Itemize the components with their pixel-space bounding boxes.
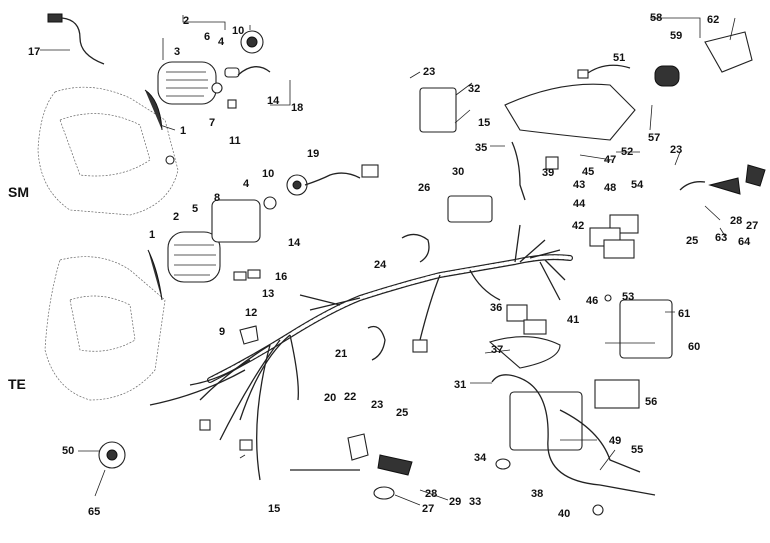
callout-35: 35	[475, 142, 487, 154]
variant-label-sm: SM	[8, 184, 29, 200]
callout-33: 33	[469, 496, 481, 508]
sm-fairing	[37, 86, 179, 216]
callout-40: 40	[558, 508, 570, 520]
sensor-lead	[47, 13, 105, 65]
callout-22: 22	[344, 391, 356, 403]
callout-28: 28	[730, 215, 742, 227]
te-headlight	[147, 164, 379, 301]
callout-27: 27	[422, 503, 434, 515]
callout-44: 44	[573, 198, 586, 210]
callout-34: 34	[474, 452, 487, 464]
callout-16: 16	[275, 271, 287, 283]
callout-45: 45	[582, 166, 594, 178]
callout-59: 59	[670, 30, 682, 42]
callout-51: 51	[613, 52, 625, 64]
callout-52: 52	[621, 146, 633, 158]
callout-23: 23	[423, 66, 435, 78]
callout-5: 5	[192, 203, 198, 215]
callout-3: 3	[174, 46, 180, 58]
callout-62: 62	[707, 14, 719, 26]
callout-13: 13	[262, 288, 274, 300]
callout-14: 14	[288, 237, 301, 249]
callout-24: 24	[374, 259, 387, 271]
callout-46: 46	[586, 295, 598, 307]
callout-10: 10	[262, 168, 274, 180]
callout-15: 15	[268, 503, 280, 515]
main-wiring-harness	[149, 224, 573, 481]
callout-1: 1	[180, 125, 186, 137]
callout-21: 21	[335, 348, 347, 360]
callout-2: 2	[183, 15, 189, 27]
callout-26: 26	[418, 182, 430, 194]
callout-20: 20	[324, 392, 336, 404]
callout-9: 9	[219, 326, 225, 338]
variant-label-te: TE	[8, 376, 26, 392]
callout-8: 8	[214, 192, 220, 204]
callout-12: 12	[245, 307, 257, 319]
callout-43: 43	[573, 179, 585, 191]
callout-14: 14	[267, 95, 280, 107]
callout-54: 54	[631, 179, 644, 191]
callout-55: 55	[631, 444, 643, 456]
callout-6: 6	[204, 31, 210, 43]
callout-18: 18	[291, 102, 303, 114]
callout-27: 27	[746, 220, 758, 232]
callout-23: 23	[371, 399, 383, 411]
callout-30: 30	[452, 166, 464, 178]
callout-58: 58	[650, 12, 662, 24]
callout-53: 53	[622, 291, 634, 303]
callout-48: 48	[604, 182, 616, 194]
callout-17: 17	[28, 46, 40, 58]
callout-28: 28	[425, 488, 437, 500]
callout-29: 29	[449, 496, 461, 508]
callout-23: 23	[670, 144, 682, 156]
callout-57: 57	[648, 132, 660, 144]
callout-61: 61	[678, 308, 690, 320]
control-units	[419, 87, 673, 496]
callout-56: 56	[645, 396, 657, 408]
callout-65: 65	[88, 506, 100, 518]
callout-15: 15	[478, 117, 490, 129]
callout-38: 38	[531, 488, 543, 500]
callout-11: 11	[229, 135, 241, 147]
te-fairing	[44, 256, 166, 401]
callout-1: 1	[149, 229, 155, 241]
sm-headlight	[144, 61, 217, 131]
callout-19: 19	[307, 148, 319, 160]
callout-39: 39	[542, 167, 554, 179]
indicators-horn	[98, 164, 766, 516]
callout-25: 25	[686, 235, 698, 247]
callout-41: 41	[567, 314, 579, 326]
leader-lines	[40, 15, 736, 506]
sm-bulb-parts	[165, 30, 271, 165]
callout-7: 7	[209, 117, 215, 129]
callout-31: 31	[454, 379, 466, 391]
callout-4: 4	[243, 178, 250, 190]
callout-42: 42	[572, 220, 584, 232]
callout-32: 32	[468, 83, 480, 95]
callout-4: 4	[218, 36, 225, 48]
callout-25: 25	[396, 407, 408, 419]
callout-37: 37	[491, 344, 503, 356]
callout-64: 64	[738, 236, 751, 248]
cable-clips	[239, 233, 612, 361]
callout-50: 50	[62, 445, 74, 457]
callout-36: 36	[490, 302, 502, 314]
callout-63: 63	[715, 232, 727, 244]
seat-tail-section	[504, 31, 753, 141]
callout-2: 2	[173, 211, 179, 223]
callout-47: 47	[604, 154, 616, 166]
callout-10: 10	[232, 25, 244, 37]
callout-49: 49	[609, 435, 621, 447]
callout-60: 60	[688, 341, 700, 353]
